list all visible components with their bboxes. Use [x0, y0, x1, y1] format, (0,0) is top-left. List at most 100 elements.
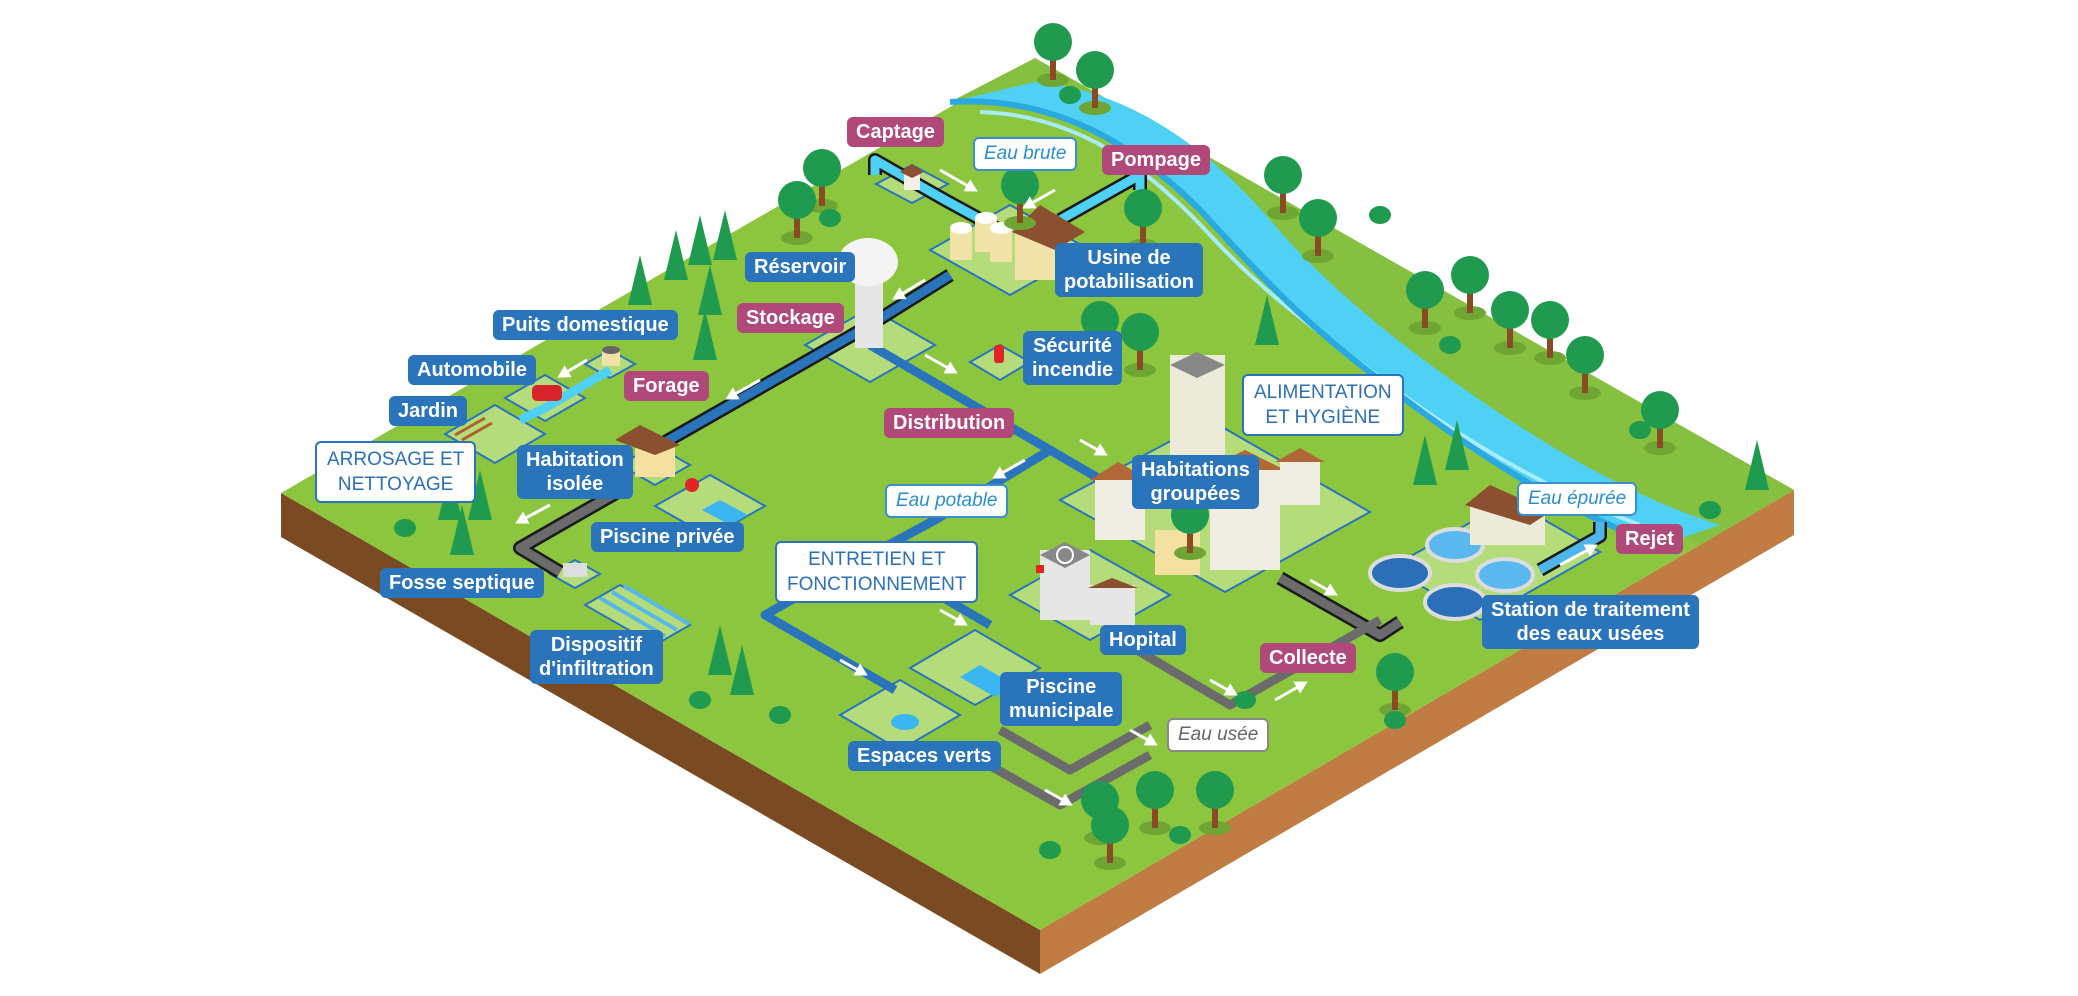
- hospital-wing-roof: [1088, 578, 1138, 588]
- arrow-head-icon: [1093, 443, 1108, 456]
- pipe-pompage-fill: [1057, 170, 1145, 224]
- label-eau-usee: Eau usée: [1167, 718, 1270, 752]
- tree-trunk: [1212, 798, 1218, 828]
- car: [532, 385, 562, 401]
- label-securite: Sécurité incendie: [1023, 331, 1123, 385]
- captage-hut: [904, 172, 920, 190]
- tree-icon: [1081, 301, 1119, 339]
- bush-icon: [769, 706, 791, 724]
- conifer-tree-icon: [664, 230, 688, 280]
- conifer-tree-icon: [1445, 420, 1469, 470]
- label-automobile: Automobile: [408, 355, 536, 385]
- bush-icon: [1439, 336, 1461, 354]
- conifer-tree-icon: [1413, 435, 1437, 485]
- label-station: Station de traitement des eaux usées: [1482, 595, 1699, 649]
- private-pool: [702, 500, 748, 525]
- label-collecte: Collecte: [1260, 643, 1356, 673]
- garden-row: [461, 421, 493, 442]
- conifer-tree-icon: [628, 255, 652, 305]
- conifer-tree-icon: [708, 625, 732, 675]
- tree-trunk: [1582, 363, 1588, 393]
- hospital-roof: [1040, 542, 1090, 568]
- pipe-waste-1: [1277, 574, 1403, 640]
- pipe-waste-3: [997, 721, 1153, 775]
- tree-icon: [1124, 189, 1162, 227]
- bush-icon: [1629, 421, 1651, 439]
- fountain: [891, 714, 919, 730]
- tree-icon: [778, 181, 816, 219]
- label-infiltration: Dispositif d'infiltration: [530, 630, 663, 684]
- tree-icon: [1264, 156, 1302, 194]
- tree-icon: [1121, 313, 1159, 351]
- tree-icon: [803, 149, 841, 187]
- label-hopital: Hopital: [1100, 625, 1186, 655]
- hospital-wing: [1090, 585, 1135, 625]
- conifer-tree-icon: [1745, 440, 1769, 490]
- label-piscine-privee: Piscine privée: [591, 522, 744, 552]
- bush-icon: [394, 519, 416, 537]
- label-jardin: Jardin: [389, 396, 468, 426]
- tree-trunk: [794, 208, 800, 238]
- tree-trunk: [1050, 50, 1056, 80]
- arrow-head-icon: [1323, 583, 1338, 596]
- tree-trunk: [819, 176, 825, 206]
- tree-trunk: [1467, 283, 1473, 313]
- isolated-house-roof: [615, 425, 680, 455]
- tree-trunk: [1392, 680, 1398, 710]
- tree-icon: [1376, 653, 1414, 691]
- category-arrosage: ARROSAGE ET NETTOYAGE: [315, 441, 477, 503]
- arrow-head-icon: [515, 511, 530, 524]
- tree-trunk: [1657, 418, 1663, 448]
- bush-icon: [689, 691, 711, 709]
- label-espaces-verts: Espaces verts: [848, 741, 1001, 771]
- trees: [394, 23, 1769, 870]
- label-stockage: Stockage: [737, 303, 844, 333]
- label-distribution: Distribution: [884, 408, 1015, 438]
- captage-roof: [900, 164, 924, 178]
- tree-icon: [1001, 166, 1039, 204]
- label-rejet: Rejet: [1616, 524, 1683, 554]
- flow-arrows: [515, 168, 1598, 806]
- house-roof: [1275, 448, 1325, 462]
- bush-icon: [1369, 206, 1391, 224]
- tree-trunk: [1507, 318, 1513, 348]
- tree-trunk: [1315, 226, 1321, 256]
- conifer-tree-icon: [468, 470, 492, 520]
- category-entretien: ENTRETIEN ET FONCTIONNEMENT: [775, 541, 979, 603]
- river: [950, 82, 1720, 545]
- arrow-head-icon: [1293, 681, 1308, 694]
- bush-icon: [1039, 841, 1061, 859]
- tower-block-top: [1170, 352, 1225, 378]
- label-captage: Captage: [847, 117, 944, 147]
- house: [1280, 460, 1320, 505]
- tree-trunk: [1017, 193, 1023, 223]
- tree-trunk: [1422, 298, 1428, 328]
- silo-top: [950, 222, 972, 234]
- arrow-head-icon: [943, 361, 958, 374]
- tree-icon: [1491, 291, 1529, 329]
- septic-tank: [563, 563, 587, 577]
- conifer-tree-icon: [698, 265, 722, 315]
- infiltration-field: [598, 584, 691, 638]
- conifer-tree-icon: [693, 310, 717, 360]
- label-fosse: Fosse septique: [380, 568, 544, 598]
- label-usine: Usine de potabilisation: [1055, 243, 1203, 297]
- parasol: [685, 478, 699, 492]
- pipe-rejet-fill: [1537, 522, 1605, 574]
- basin: [1423, 583, 1487, 621]
- tree-trunk: [1137, 340, 1143, 370]
- fire-hydrant: [994, 345, 1004, 363]
- label-puits: Puits domestique: [493, 310, 678, 340]
- label-forage: Forage: [624, 371, 709, 401]
- bush-icon: [1169, 826, 1191, 844]
- arrow-head-icon: [992, 466, 1007, 479]
- silo: [990, 228, 1012, 262]
- label-eau-brute: Eau brute: [973, 137, 1078, 171]
- tree-trunk: [1092, 78, 1098, 108]
- silo-top: [975, 212, 997, 224]
- tree-icon: [1196, 771, 1234, 809]
- pipe-waste-isolee-fill: [515, 481, 633, 576]
- tree-trunk: [1140, 216, 1146, 246]
- conifer-tree-icon: [713, 210, 737, 260]
- conifer-tree-icon: [450, 505, 474, 555]
